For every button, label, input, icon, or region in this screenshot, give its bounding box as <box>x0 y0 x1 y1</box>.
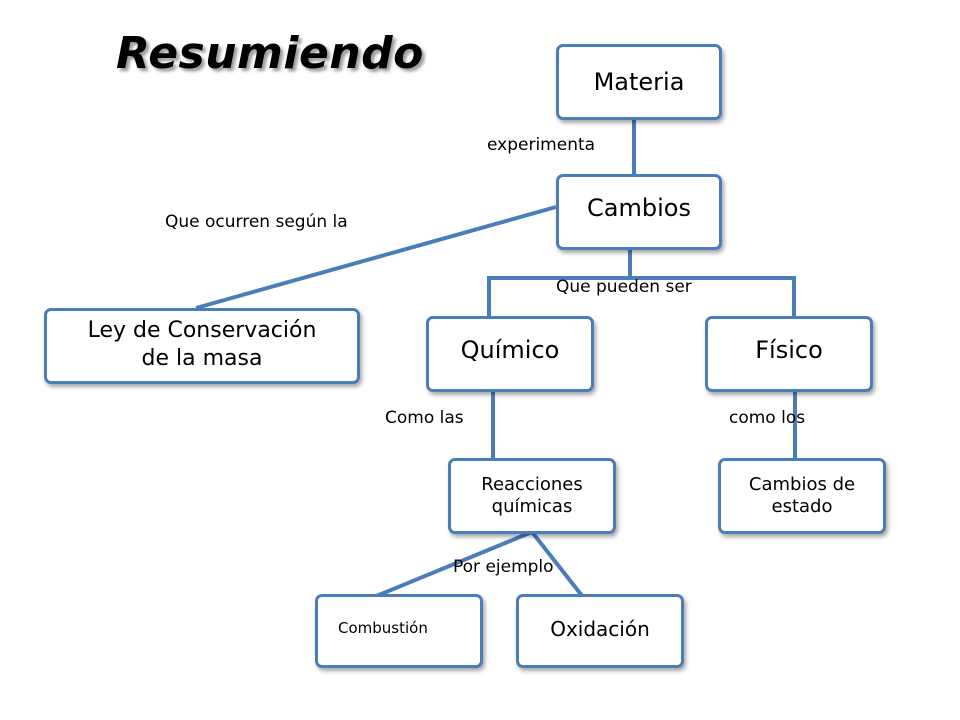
connector-reacciones-combustion <box>373 530 533 599</box>
node-quimico: Químico <box>426 316 594 392</box>
connector-cambios-ley <box>195 205 557 310</box>
node-reacciones-quimicas: Reacciones químicas <box>448 458 616 534</box>
node-ley-conservacion: Ley de Conservación de la masa <box>44 308 360 384</box>
node-fisico-label: Físico <box>755 336 823 364</box>
node-materia: Materia <box>556 44 722 120</box>
connector-reacciones-oxidacion <box>530 530 585 599</box>
page-title: Resumiendo <box>116 28 424 79</box>
node-reacciones-label: Reacciones químicas <box>481 473 583 518</box>
node-oxidacion-label: Oxidación <box>550 617 650 641</box>
node-cambios-estado: Cambios de estado <box>718 458 886 534</box>
node-fisico: Físico <box>705 316 873 392</box>
node-cambios-label: Cambios <box>587 194 691 222</box>
link-label-que-pueden-ser: Que pueden ser <box>556 277 692 297</box>
node-oxidacion: Oxidación <box>516 594 684 668</box>
node-quimico-label: Químico <box>460 336 560 364</box>
node-materia-label: Materia <box>593 68 685 96</box>
node-combustion-label: Combustión <box>338 619 428 637</box>
link-label-experimenta: experimenta <box>487 135 596 155</box>
link-label-como-las: Como las <box>385 408 464 428</box>
node-cambios: Cambios <box>556 174 722 250</box>
node-cambios-estado-label: Cambios de estado <box>748 473 856 518</box>
link-label-por-ejemplo: Por ejemplo <box>453 557 554 577</box>
link-label-como-los: como los <box>729 408 806 428</box>
node-ley-label: Ley de Conservación de la masa <box>87 318 317 371</box>
link-label-que-ocurren: Que ocurren según la <box>165 212 348 232</box>
node-combustion: Combustión <box>315 594 483 668</box>
